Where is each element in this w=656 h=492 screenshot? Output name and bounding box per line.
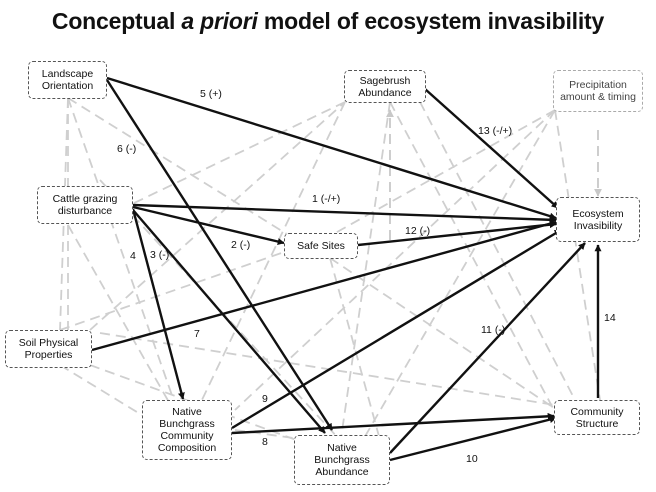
title-part-1: Conceptual <box>51 8 182 34</box>
dashed-edge <box>419 101 576 401</box>
title-part-2: a priori <box>181 8 258 34</box>
edge-label-5: 5 (+) <box>200 88 222 100</box>
dashed-edge <box>67 97 176 405</box>
dashed-edge <box>59 364 151 421</box>
node-precipitation: Precipitation amount & timing <box>553 70 643 112</box>
node-safe-sites: Safe Sites <box>284 233 358 259</box>
node-sagebrush-abundance: Sagebrush Abundance <box>344 70 426 103</box>
dashed-edge <box>554 109 601 401</box>
path-6 <box>105 79 334 431</box>
dashed-edge <box>59 249 291 331</box>
dashed-relations <box>59 97 601 446</box>
node-soil-physical-properties: Soil Physical Properties <box>5 330 92 368</box>
edge-label-13: 13 (-/+) <box>478 125 513 137</box>
dashed-edge <box>129 101 346 206</box>
dashed-edge <box>329 257 561 413</box>
node-landscape-orientation: Landscape Orientation <box>28 61 107 99</box>
dashed-edge <box>339 101 391 446</box>
dashed-arrows <box>386 109 602 240</box>
path-7 <box>91 220 557 352</box>
dashed-edge <box>329 109 556 237</box>
edge-label-1: 1 (-/+) <box>312 193 341 205</box>
path-5 <box>106 76 557 220</box>
dashed-edge <box>67 97 291 237</box>
dashed-edge <box>89 101 346 331</box>
path-1 <box>132 203 557 224</box>
diagram-title: Conceptual a priori model of ecosystem i… <box>0 8 656 35</box>
edge-label-6: 6 (-) <box>117 143 137 155</box>
node-ecosystem-invasibility: Ecosystem Invasibility <box>556 197 640 242</box>
path-10 <box>389 416 557 462</box>
causal-paths <box>91 76 602 462</box>
edge-label-4: 4 <box>130 250 136 262</box>
node-community-structure: Community Structure <box>554 400 640 435</box>
path-2 <box>132 205 285 245</box>
dashed-edge <box>199 101 346 405</box>
path-3 <box>131 208 185 400</box>
node-native-bunchgrass-abundance: Native Bunchgrass Abundance <box>294 435 390 485</box>
edge-label-14: 14 <box>604 312 616 324</box>
edge-label-2: 2 (-) <box>231 239 251 251</box>
path-4 <box>132 209 326 434</box>
edge-label-8: 8 <box>262 436 268 448</box>
dashed-edge <box>329 257 381 441</box>
title-part-3: model of ecosystem invasibility <box>257 8 605 34</box>
dashed-edge <box>99 332 556 406</box>
path-13 <box>424 88 559 209</box>
edge-label-7: 7 <box>194 328 200 340</box>
edge-label-3: 3 (-) <box>150 249 170 261</box>
edge-label-9: 9 <box>262 393 268 405</box>
dashed-edge <box>67 224 171 405</box>
node-native-bunchgrass-community: Native Bunchgrass Community Composition <box>142 400 232 460</box>
path-8 <box>231 412 555 435</box>
node-cattle-grazing: Cattle grazing disturbance <box>37 186 133 224</box>
edge-label-11: 11 (-) <box>481 324 506 336</box>
path-9 <box>231 228 562 430</box>
path-12 <box>357 221 557 247</box>
edge-label-10: 10 <box>466 453 478 465</box>
dashed-edge <box>389 101 556 413</box>
edge-label-12: 12 (-) <box>405 225 431 237</box>
path-11 <box>389 242 586 454</box>
dashed-edge <box>234 109 556 411</box>
dashed-edge <box>359 109 556 446</box>
